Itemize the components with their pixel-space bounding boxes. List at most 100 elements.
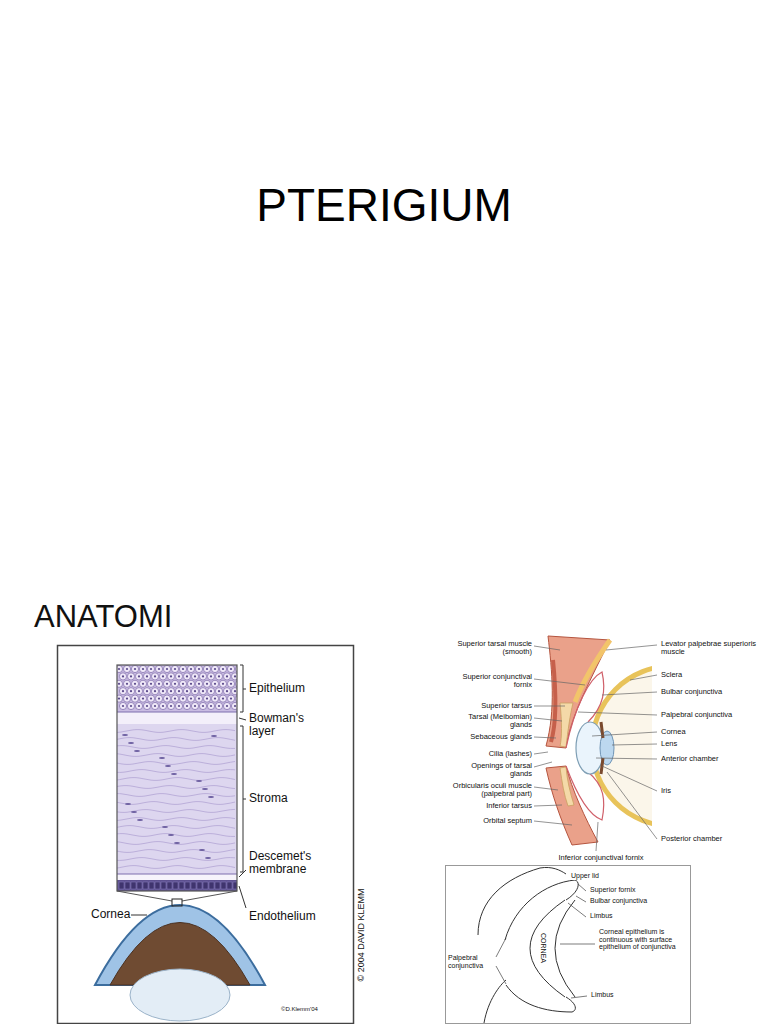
cell-nucleus [186,690,188,692]
part-label: CORNEA [539,932,547,964]
epithelial-cell [117,695,123,702]
epithelial-cell [143,673,150,680]
part-label: Palpebral conjunctiva [660,711,760,719]
epithelial-cell [127,673,134,680]
stroma-fiber [117,826,235,829]
epithelial-cell [135,688,142,695]
epithelial-cell [207,702,214,709]
endothelial-cell [131,882,136,889]
part-label: Limbus [589,912,614,920]
epithelial-cell [123,695,130,702]
endothelial-cell [185,882,190,889]
leader-line [131,915,147,916]
leader-lines [496,884,595,998]
cell-nucleus [194,675,196,677]
epithelial-cell [155,680,162,687]
part-label: Superior fornix [589,886,637,894]
cell-nucleus [206,683,208,685]
layer-label: Endothelium [248,910,317,923]
leader-lines [534,645,657,851]
cell-nucleus [230,668,232,670]
cell-nucleus [134,683,136,685]
keratocyte [165,765,171,767]
stroma-fiber [117,841,235,844]
keratocyte [122,734,128,736]
cell-nucleus [214,683,216,685]
cell-nucleus [166,698,168,700]
part-label: Openings of tarsal glands [459,762,533,778]
eyeball [592,666,652,826]
tarsus [560,703,573,747]
part-label: Bulbar conjunctiva [660,688,760,696]
endothelial-cell [161,882,166,889]
epithelial-cell [187,695,194,702]
cell-nucleus [158,668,160,670]
cell-nucleus [162,675,164,677]
cell-nucleus [142,668,144,670]
epithelial-cell [195,695,202,702]
cell-nucleus [126,683,128,685]
epithelial-cell [159,702,166,709]
epithelial-cell [187,665,194,672]
keratocyte [205,857,211,859]
cell-nucleus [226,705,228,707]
layer-label: Descemet's membrane [248,850,330,876]
part-label: Superior conjunctival fornix [449,673,533,689]
cell-nucleus [210,690,212,692]
epithelial-cell [223,688,230,695]
cell-nucleus [182,668,184,670]
endothelial-cell [119,882,124,889]
epithelial-cell [183,688,190,695]
epithelial-cell [123,680,130,687]
cell-nucleus [234,690,236,692]
epithelial-cell [167,673,174,680]
stroma-fiber [117,770,235,773]
cell-nucleus [198,668,200,670]
leader-line [239,870,246,877]
layer-border [117,712,237,713]
part-label: Cornea [660,728,760,736]
epithelial-cell [127,702,134,709]
cell-nucleus [186,705,188,707]
endothelial-cell [149,882,154,889]
epithelial-cell [175,702,182,709]
part-label: Bulbar conjunctiva [589,897,648,905]
keratocyte [134,750,140,752]
cell-nucleus [158,698,160,700]
endothelial-cell [209,882,214,889]
epithelial-cell [211,695,218,702]
epithelial-cell [155,665,162,672]
cell-nucleus [122,705,124,707]
epithelial-cell [179,665,186,672]
keratocyte [125,803,131,805]
cell-nucleus [118,683,120,685]
epithelial-cell [215,673,222,680]
part-label: Superior tarsus [449,702,533,710]
epithelial-cell [223,673,230,680]
stroma-fiber [117,866,235,869]
epithelial-cell [203,680,210,687]
layer-label: Stroma [248,792,289,805]
section-heading: ANATOMI [33,600,173,633]
epithelium-layer [117,665,237,712]
epithelial-cell [127,688,134,695]
endothelial-cell [221,882,226,889]
cell-nucleus [226,675,228,677]
cell-nucleus [210,675,212,677]
part-label: Limbus [590,991,615,999]
bowman-layer [117,712,237,724]
leader-line [239,718,246,720]
panel-frame [446,866,691,1024]
endothelial-cell [173,882,178,889]
epithelial-cell [215,702,222,709]
part-label: Cilia (lashes) [449,750,533,758]
cell-nucleus [154,705,156,707]
part-label: Tarsal (Meibomian) glands [459,713,533,729]
keratocyte [196,780,202,782]
cell-nucleus [206,698,208,700]
stroma-fiber [117,762,235,765]
part-label: Iris [660,787,760,795]
keratocyte [202,788,208,790]
part-label: Lens [660,740,760,748]
epithelial-cell [163,665,170,672]
